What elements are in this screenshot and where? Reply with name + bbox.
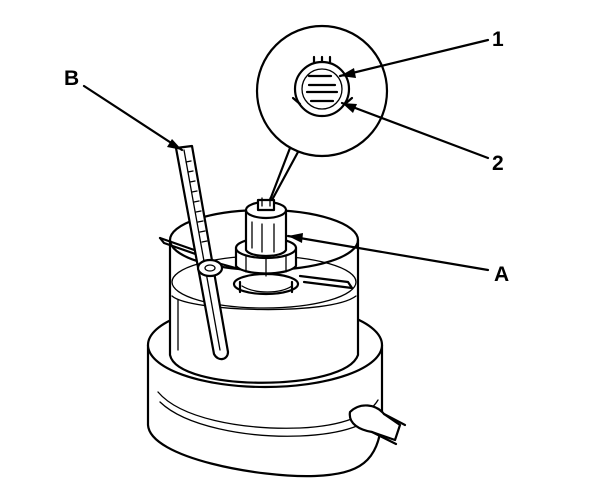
- callout-a: A: [494, 263, 509, 286]
- callout-1: 1: [492, 28, 504, 51]
- thermo-sensor: [232, 197, 300, 296]
- thermometer: [174, 144, 230, 361]
- callout-2: 2: [492, 152, 504, 175]
- callout-b: B: [64, 67, 79, 90]
- leader-lines: [82, 38, 490, 272]
- power-cord: [348, 404, 407, 446]
- magnified-inset: [255, 24, 389, 202]
